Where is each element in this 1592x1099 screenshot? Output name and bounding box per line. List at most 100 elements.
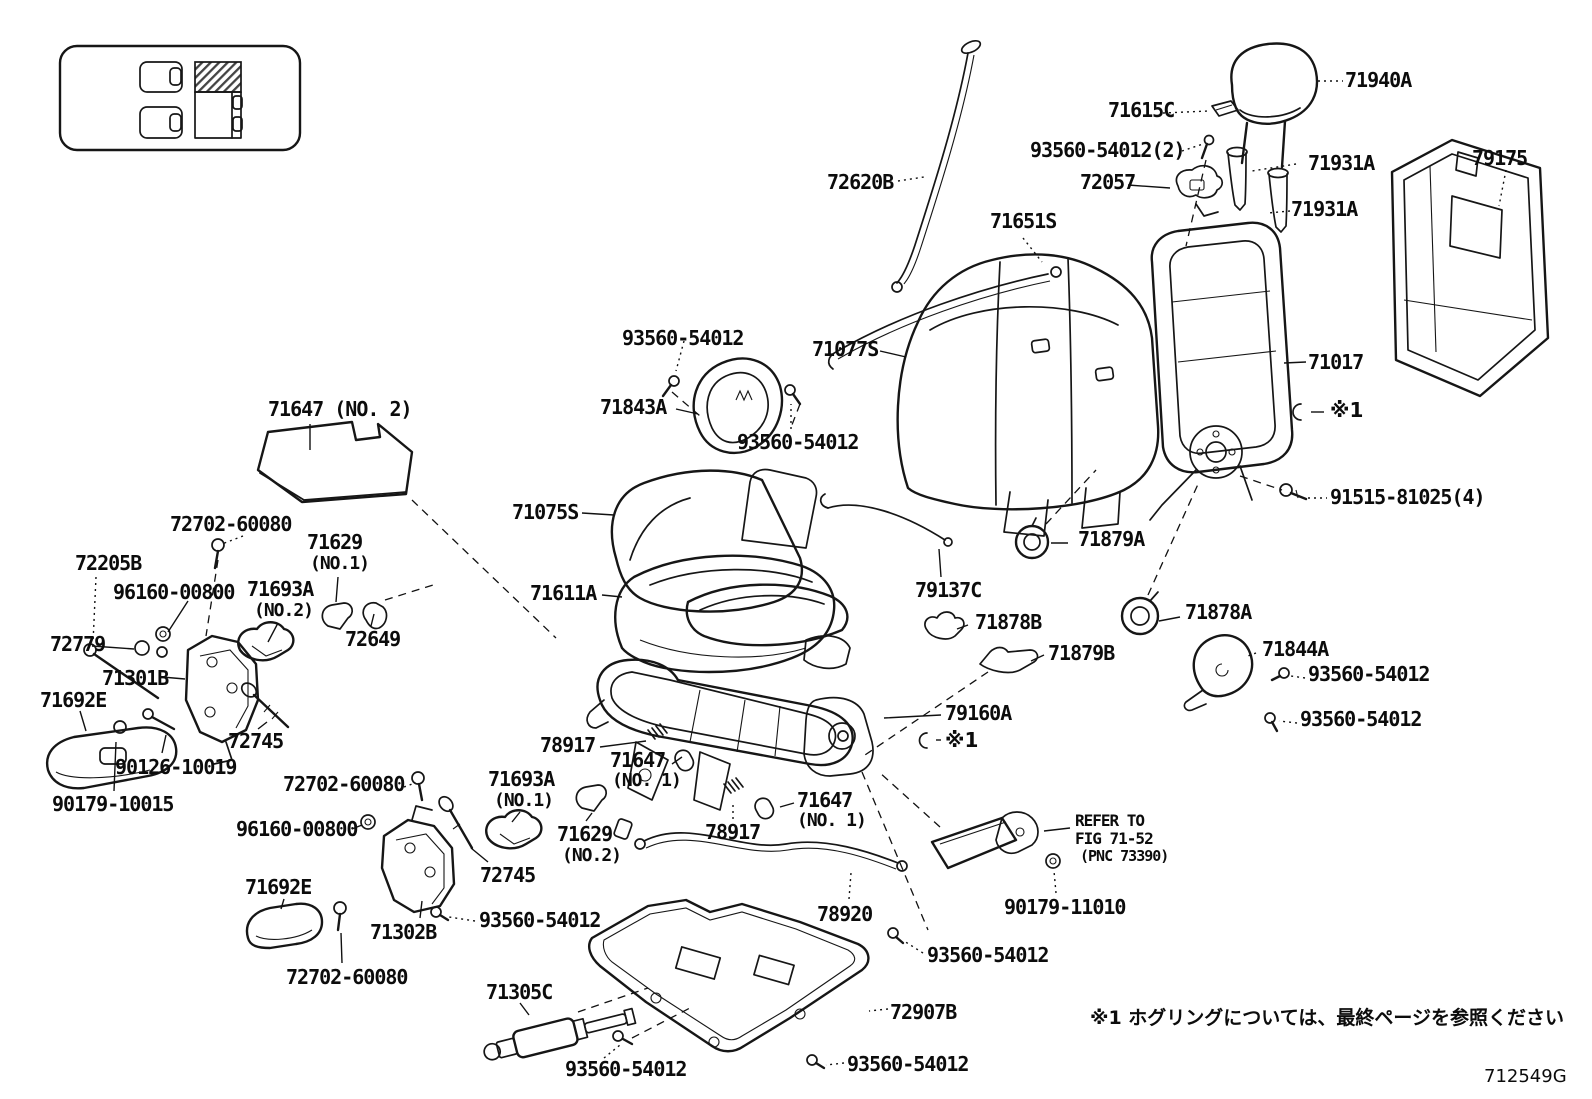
part-label: 90179-11010 (1004, 895, 1126, 919)
part-label: 96160-00800 (236, 817, 358, 841)
part-label: 71878B (975, 610, 1042, 634)
part-label: (NO. 1) (797, 810, 867, 831)
part-label: 71693A (247, 577, 314, 601)
washers-drawing-72779 (134, 640, 168, 658)
part-label: 72702-60080 (283, 772, 405, 796)
part-label: 91515-81025(4) (1330, 485, 1486, 509)
part-label: 78917 (540, 733, 596, 757)
footnote-text: ※1 ホグリングについては、最終ページを参照ください (1090, 1007, 1564, 1029)
headrest-clip-drawing (1211, 100, 1239, 117)
latch-drawing-71693A-no1 (485, 809, 543, 850)
seatback-frame-drawing (1149, 221, 1294, 521)
part-label: 72745 (228, 729, 284, 753)
clip-drawing-71879A (1014, 517, 1050, 560)
part-label: 71879A (1078, 527, 1145, 551)
cable-drawing-72620B (891, 39, 982, 293)
seatback-cushion-drawing (896, 253, 1160, 537)
part-label: 71844A (1262, 637, 1329, 661)
part-label: FIG 71-52 (1075, 829, 1154, 848)
part-label: 71629 (307, 530, 363, 554)
part-label: REFER TO (1075, 811, 1145, 830)
part-label: 93560-54012(2) (1030, 138, 1186, 162)
part-label: (NO.1) (494, 790, 554, 811)
part-label: (NO.2) (562, 845, 622, 866)
part-label: 71629 (557, 822, 613, 846)
part-label: (NO.1) (310, 553, 370, 574)
clip-drawing-72649 (362, 601, 388, 630)
cover-drawing-71692E-lower (245, 902, 324, 950)
part-label: 79160A (945, 701, 1012, 725)
part-label: 72620B (827, 170, 894, 194)
part-label: 72779 (50, 632, 106, 656)
part-label: 71302B (370, 920, 437, 944)
bracket-drawing-71302B (380, 805, 456, 914)
part-label: 71692E (245, 875, 312, 899)
part-label: 71843A (600, 395, 667, 419)
figure-code: 712549G (1484, 1066, 1567, 1087)
part-label: (PNC 73390) (1080, 847, 1169, 865)
construction-lines-dashed (205, 159, 1283, 1039)
part-label: 71647 (797, 788, 853, 812)
seat-frame-drawing (586, 658, 874, 820)
part-label: (NO. 1) (612, 770, 682, 791)
clip-drawing-71879B (979, 646, 1039, 674)
vehicle-location-thumbnail (58, 44, 302, 152)
screw-drawing-72702-L (211, 538, 225, 570)
buckle-drawing (930, 811, 1061, 870)
screw-drawing-93560-ML (430, 906, 450, 922)
part-label: (NO.2) (254, 600, 314, 621)
screw-drawing-72702-M (411, 771, 425, 802)
seat-cushion-drawing (610, 468, 849, 647)
bolt-drawing-72745-lower (438, 795, 474, 850)
part-label: 72702-60080 (170, 512, 292, 536)
part-label: 78917 (705, 820, 761, 844)
part-label: 93560-54012 (1300, 707, 1422, 731)
hog-ring-icon (918, 403, 1324, 749)
part-label: 93560-54012 (479, 908, 601, 932)
headrest-support-drawing (1226, 146, 1289, 233)
part-label: 79137C (915, 578, 982, 602)
leader-lines-solid (79, 184, 1307, 1016)
nut-drawing-96160-M (360, 814, 376, 830)
part-label: 71693A (488, 767, 555, 791)
part-label: 71305C (486, 980, 553, 1004)
part-label: 72702-60080 (286, 965, 408, 989)
part-label: 71940A (1345, 68, 1412, 92)
part-label: 72745 (480, 863, 536, 887)
part-label: 71879B (1048, 641, 1115, 665)
wire-drawing-79137C (819, 493, 953, 547)
part-label: 90126-10019 (115, 755, 237, 779)
cushion-pad-drawing (614, 554, 851, 674)
part-label: 71075S (512, 500, 579, 524)
part-label: 93560-54012 (927, 943, 1049, 967)
part-label: 90179-10015 (52, 792, 174, 816)
cover-drawing-71844A (1183, 634, 1290, 733)
part-label: 79175 (1472, 146, 1528, 170)
screw-drawing-93560-botR (806, 1054, 826, 1070)
clip-drawing-71878B (924, 611, 965, 640)
clip-drawing-71629-no1 (321, 602, 354, 630)
part-label: 71931A (1308, 151, 1375, 175)
part-label: 93560-54012 (565, 1057, 687, 1081)
clip-drawing-71878A (1120, 591, 1160, 636)
screw-drawing-93560-botL (612, 1030, 634, 1046)
cover-drawing-71692E-upper (45, 726, 178, 790)
seatback-board-drawing (1390, 138, 1550, 398)
part-label: 72205B (75, 551, 142, 575)
latch-drawing-71693A-no2 (237, 621, 295, 662)
bolt-drawing-72205B (83, 643, 160, 700)
part-label: 72649 (345, 627, 401, 651)
part-label: 93560-54012 (737, 430, 859, 454)
gas-strut-drawing (483, 1007, 637, 1061)
bolt-drawing-72745-upper (240, 682, 290, 729)
under-tray-drawing (588, 898, 870, 1053)
part-label: 93560-54012 (622, 326, 744, 350)
screw-drawing-93560-tray (887, 927, 905, 945)
lock-drawing (1175, 164, 1224, 217)
screw-drawing (1200, 134, 1215, 160)
part-label: 72907B (890, 1000, 957, 1024)
leader-lines-dotted (92, 80, 1507, 1066)
part-label: 71077S (812, 337, 879, 361)
